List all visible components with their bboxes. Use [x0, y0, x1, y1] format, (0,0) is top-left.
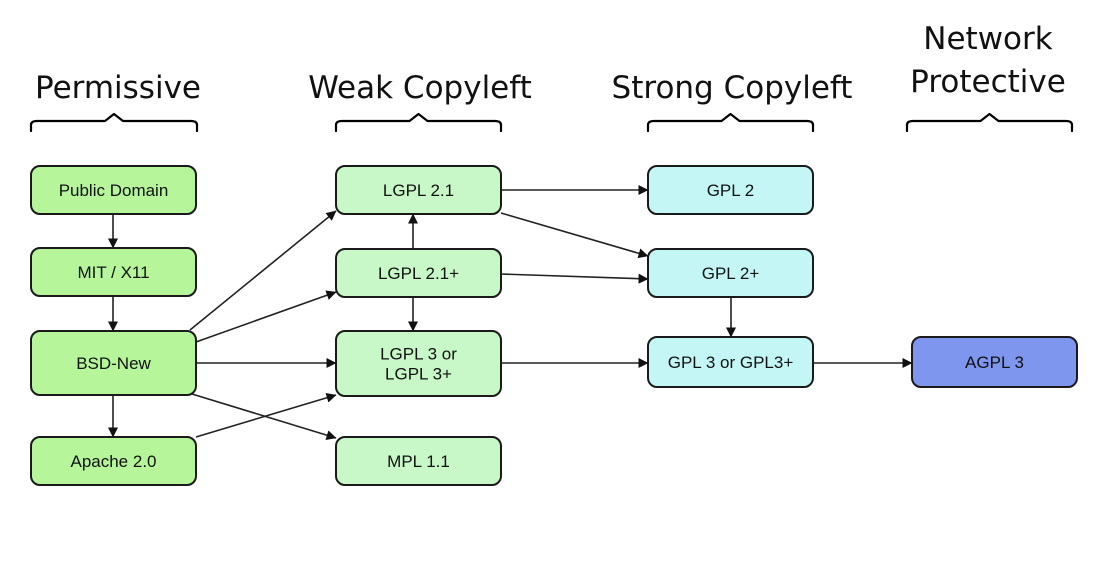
node-label: GPL 2 [707, 181, 755, 200]
node-box [647, 336, 814, 388]
node-label-line: MIT / X11 [77, 263, 149, 282]
node-mit: MIT / X11 [30, 247, 197, 297]
node-box [335, 330, 502, 397]
column-brace-strong [646, 112, 815, 133]
edge-bsd-new-to-lgpl21plus [195, 290, 337, 343]
node-label-line: MPL 1.1 [387, 452, 450, 471]
braces-layer [29, 112, 1074, 133]
node-label-line: BSD-New [76, 354, 151, 373]
node-box [335, 248, 502, 298]
node-box [335, 165, 502, 215]
node-label: LGPL 2.1+ [378, 264, 459, 283]
node-box [30, 165, 197, 215]
edge-lgpl21-to-gpl2plus [500, 212, 649, 259]
node-box [30, 247, 197, 297]
edge-bsd-new-to-lgpl21 [189, 210, 337, 331]
column-title-line: Permissive [35, 70, 201, 106]
node-label-line: GPL 2 [707, 181, 755, 200]
node-label-line: GPL 2+ [702, 264, 760, 283]
node-label: AGPL 3 [965, 353, 1024, 372]
node-gpl3: GPL 3 or GPL3+ [647, 336, 814, 388]
column-title-weak: Weak Copyleft [308, 70, 532, 106]
node-box [30, 330, 197, 396]
node-public-domain: Public Domain [30, 165, 197, 215]
edges-layer [108, 185, 913, 441]
column-title-line: Weak Copyleft [308, 70, 532, 106]
node-label-line: GPL 3 or GPL3+ [668, 353, 794, 372]
column-brace-permissive [29, 112, 199, 133]
node-label-line: Public Domain [59, 181, 169, 200]
node-label-line: LGPL 2.1 [383, 181, 454, 200]
column-brace-weak [334, 112, 503, 133]
node-box [30, 436, 197, 486]
node-lgpl21plus: LGPL 2.1+ [335, 248, 502, 298]
node-box [647, 248, 814, 298]
node-label-line: AGPL 3 [965, 353, 1024, 372]
column-title-strong: Strong Copyleft [612, 70, 853, 106]
edge-apache-to-lgpl3 [195, 392, 337, 438]
node-label: MPL 1.1 [387, 452, 450, 471]
node-box [647, 165, 814, 215]
column-title-line: Protective [910, 64, 1066, 100]
node-gpl2plus: GPL 2+ [647, 248, 814, 298]
column-brace-network [905, 112, 1074, 133]
node-apache: Apache 2.0 [30, 436, 197, 486]
node-label-line: LGPL 2.1+ [378, 264, 459, 283]
node-label: LGPL 2.1 [383, 181, 454, 200]
node-lgpl21: LGPL 2.1 [335, 165, 502, 215]
node-label: Apache 2.0 [70, 452, 156, 471]
node-label: GPL 2+ [702, 264, 760, 283]
node-label: MIT / X11 [77, 263, 149, 282]
node-label: GPL 3 or GPL3+ [668, 353, 794, 372]
column-title-line: Strong Copyleft [612, 70, 853, 106]
node-label: BSD-New [76, 354, 151, 373]
column-title-line: Network [923, 21, 1052, 57]
edge-lgpl21plus-to-gpl2plus [500, 273, 649, 284]
titles-layer: Permissive Weak Copyleft Strong Copyleft Ne… [35, 21, 1066, 106]
node-label: Public Domain [59, 181, 169, 200]
node-label-line: LGPL 3+ [385, 365, 452, 384]
node-bsd-new: BSD-New [30, 330, 197, 396]
node-mpl: MPL 1.1 [335, 436, 502, 486]
node-box [911, 336, 1078, 388]
node-label-line: LGPL 3 or [380, 345, 457, 364]
node-box [335, 436, 502, 486]
column-title-permissive: Permissive [35, 70, 201, 106]
node-label-line: Apache 2.0 [70, 452, 156, 471]
node-gpl2: GPL 2 [647, 165, 814, 215]
node-agpl3: AGPL 3 [911, 336, 1078, 388]
